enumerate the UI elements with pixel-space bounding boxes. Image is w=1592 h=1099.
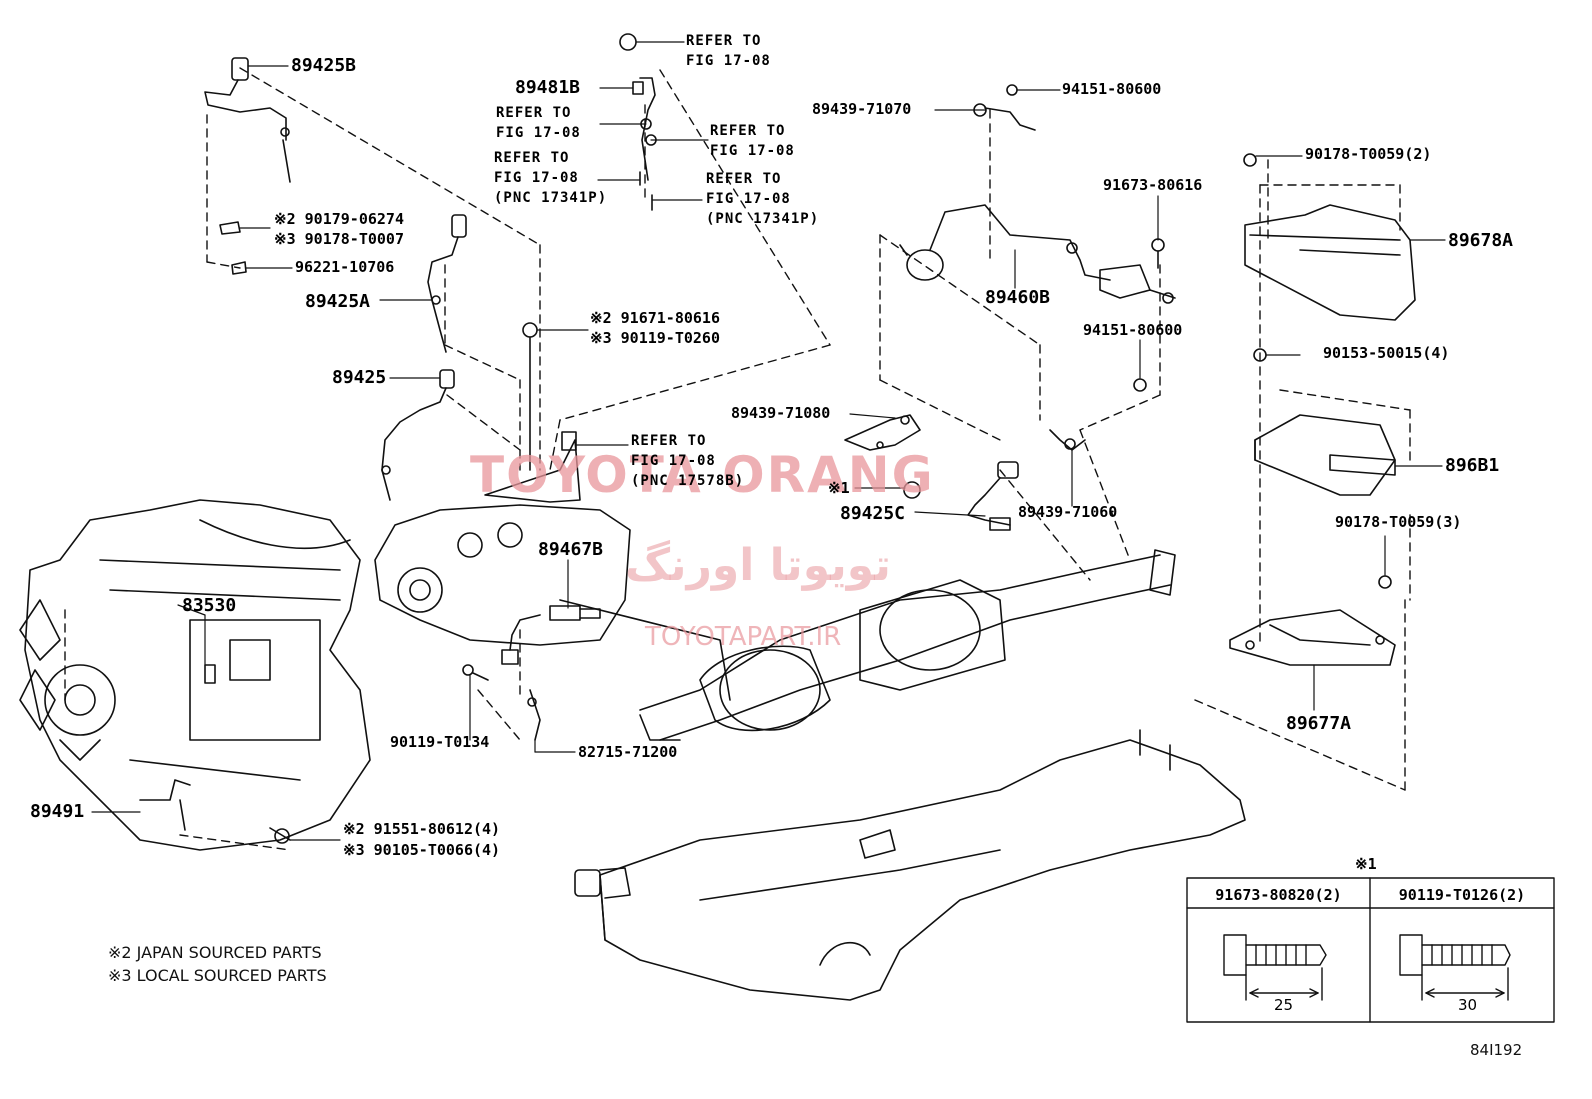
sensor-89425A-drawing <box>427 214 467 353</box>
exhaust-pipe-drawing <box>639 549 1176 741</box>
sensor-89425-drawing <box>381 369 455 501</box>
sensor-89467B-drawing <box>501 605 601 665</box>
callout-89467B: 89467B <box>538 539 604 560</box>
callout-91551-80612: ※2 91551-80612(4) <box>343 820 501 838</box>
callout-89425B: 89425B <box>291 55 357 76</box>
callout-94151-80600-top: 94151-80600 <box>1062 80 1162 98</box>
table-col1-length: 25 <box>1274 996 1294 1014</box>
callout-89481B: 89481B <box>515 77 581 98</box>
bracket-89677A-drawing <box>1229 609 1396 666</box>
callout-90179-06274: ※2 90179-06274 <box>274 210 404 228</box>
callout-90178-T0007: ※3 90178-T0007 <box>274 230 404 248</box>
sensor-89425B-drawing <box>204 57 291 183</box>
callout-90178-T0059-3: 90178-T0059(3) <box>1335 513 1462 531</box>
table-col1-part: 91673-80820(2) <box>1215 886 1342 904</box>
callout-90105-T0066: ※3 90105-T0066(4) <box>343 841 501 859</box>
callout-96221-10706: 96221-10706 <box>295 258 395 276</box>
leader-lines <box>91 41 1446 841</box>
dashed-guide-lines <box>64 67 1411 851</box>
sensor-89460B-drawing <box>899 204 1176 304</box>
callout-89439-71070: 89439-71070 <box>812 100 912 118</box>
callout-896B1: 896B1 <box>1445 455 1500 476</box>
exhaust-manifold-drawing <box>374 504 731 701</box>
engine-block-drawing <box>19 499 371 851</box>
callout-89491: 89491 <box>30 801 85 822</box>
bracket-89439-71080-drawing <box>844 414 921 451</box>
footnote-local-sourced: ※3 LOCAL SOURCED PARTS <box>108 966 327 985</box>
callout-90153-50015: 90153-50015(4) <box>1323 344 1450 362</box>
bracket-89481B-drawing <box>619 33 657 211</box>
bolt-drawings <box>269 481 921 844</box>
footnote-japan-sourced: ※2 JAPAN SOURCED PARTS <box>108 943 322 962</box>
callout-89425A: 89425A <box>305 291 371 312</box>
callout-89677A: 89677A <box>1286 713 1352 734</box>
table-col2-part: 90119-T0126(2) <box>1398 886 1526 904</box>
fuel-tank-drawing <box>574 729 1246 1001</box>
bracket-89439-71070-drawing <box>973 84 1036 131</box>
callout-x1-mark: ※1 <box>828 479 850 497</box>
callout-90119-T0134: 90119-T0134 <box>390 733 490 751</box>
callout-94151-80600-mid: 94151-80600 <box>1083 321 1183 339</box>
callout-refer-fig-3: REFER TO FIG 17-08 <box>710 123 795 159</box>
callout-91673-80616: 91673-80616 <box>1103 176 1203 194</box>
callout-refer-fig-1: REFER TO FIG 17-08 <box>686 33 771 69</box>
callout-refer-fig-2: REFER TO FIG 17-08 <box>496 105 581 141</box>
callout-refer-fig-5: REFER TO FIG 17-08 (PNC 17341P) <box>706 171 820 227</box>
callout-90178-T0059-2: 90178-T0059(2) <box>1305 145 1432 163</box>
callout-82715-71200: 82715-71200 <box>578 743 678 761</box>
callout-91671-80616: ※2 91671-80616 <box>590 309 720 327</box>
cover-89678A-drawing <box>1243 153 1416 362</box>
table-mark: ※1 <box>1355 855 1377 873</box>
table-col2-length: 30 <box>1458 996 1478 1014</box>
callout-refer-fig-4: REFER TO FIG 17-08 (PNC 17341P) <box>494 150 608 206</box>
callout-89425C: 89425C <box>840 503 906 524</box>
figure-code: 84I192 <box>1470 1041 1523 1059</box>
callout-refer-fig-6: REFER TO FIG 17-08 (PNC 17578B) <box>631 433 745 489</box>
callout-83530: 83530 <box>182 595 237 616</box>
callout-89678A: 89678A <box>1448 230 1514 251</box>
fastener-table-frame <box>1186 877 1555 1023</box>
callout-90119-T0260: ※3 90119-T0260 <box>590 329 720 347</box>
callout-89425: 89425 <box>332 367 387 388</box>
callout-89439-71080: 89439-71080 <box>731 404 831 422</box>
exhaust-bracket-drawing <box>484 431 581 503</box>
bracket-89439-71060-drawing <box>1049 429 1086 451</box>
sensor-89425C-drawing <box>967 461 1019 531</box>
callout-89439-71060: 89439-71060 <box>1018 503 1118 521</box>
callout-89460B: 89460B <box>985 287 1051 308</box>
ecu-896B1-drawing <box>1254 414 1396 589</box>
